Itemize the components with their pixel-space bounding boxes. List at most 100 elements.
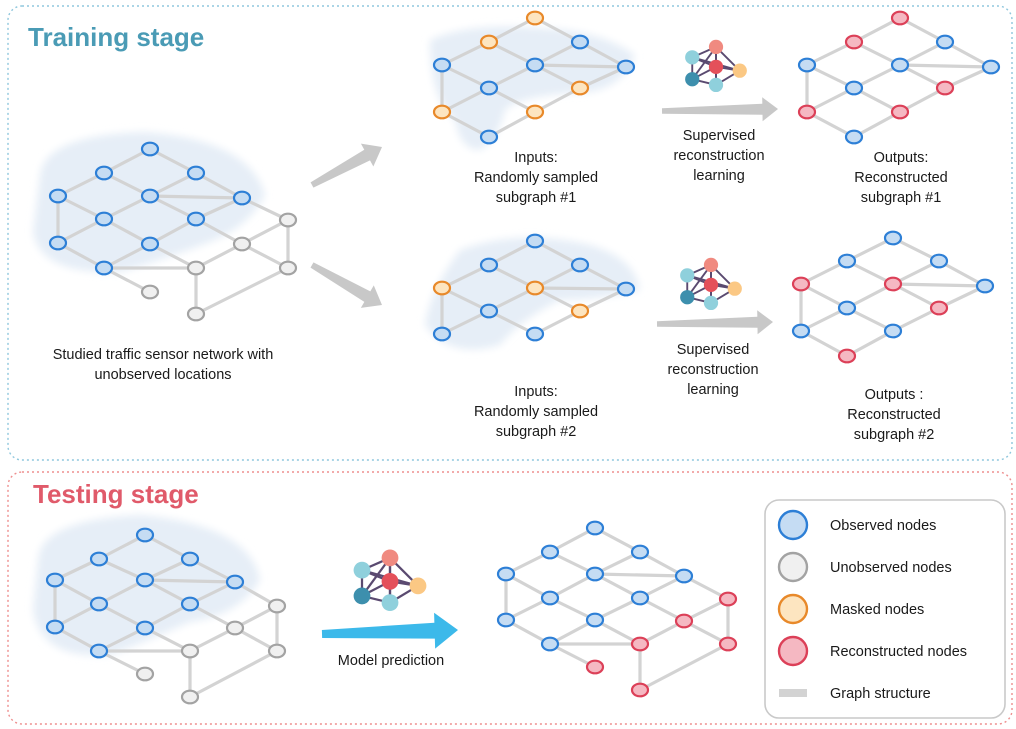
graph-edge — [194, 171, 244, 200]
graph-edge — [440, 110, 491, 139]
observed-node — [929, 253, 949, 269]
graph-edge — [805, 40, 856, 67]
observed-node — [525, 326, 545, 342]
graph-edge — [188, 649, 279, 699]
observed-node — [844, 129, 864, 145]
reconstructed-node — [718, 591, 738, 607]
masked-node — [525, 10, 545, 26]
reconstructed-node — [630, 636, 650, 652]
graph-edge — [799, 329, 849, 358]
unobserved-node — [180, 689, 200, 705]
graph-structure-swatch — [779, 689, 807, 697]
model-icon-2 — [680, 257, 742, 311]
graph-edge — [578, 40, 628, 69]
masked-node-swatch — [777, 593, 809, 625]
legend-item-masked: Masked nodes — [777, 593, 924, 625]
arrow-to-output-2 — [656, 310, 773, 335]
observed-node — [140, 236, 160, 252]
observed-node — [496, 612, 516, 628]
arrow-to-subgraph-1 — [310, 143, 382, 188]
observed-node — [432, 57, 452, 73]
observed-node — [48, 188, 68, 204]
reconstructed-node — [585, 659, 605, 675]
model-icon-1 — [685, 39, 747, 93]
observed-node — [140, 188, 160, 204]
observed-node — [479, 80, 499, 96]
observed-node — [883, 323, 903, 339]
observed-node — [186, 211, 206, 227]
observed-node — [525, 57, 545, 73]
observed-node — [791, 323, 811, 339]
arrow-to-output-1 — [661, 97, 778, 122]
observed-node — [45, 619, 65, 635]
observed-node — [585, 612, 605, 628]
training-stage-title: Training stage — [28, 22, 204, 52]
graph-edge — [102, 217, 152, 246]
legend-label: Reconstructed nodes — [830, 644, 967, 660]
unobserved-node — [232, 236, 252, 252]
graph-edge — [593, 572, 686, 578]
highlight-blobs — [33, 26, 640, 656]
observed-node — [479, 303, 499, 319]
observed-node — [630, 544, 650, 560]
source-network-graph — [48, 141, 298, 322]
graph-edge — [440, 286, 491, 313]
observed-node — [797, 57, 817, 73]
source-caption-line2: unobserved locations — [94, 367, 231, 383]
unobserved-node — [267, 598, 287, 614]
graph-edge — [533, 63, 628, 69]
graph-edge — [533, 286, 628, 291]
unobserved-node — [180, 643, 200, 659]
reconstructed-node — [890, 104, 910, 120]
test-input-graph — [45, 527, 287, 705]
graph-nodes — [496, 520, 738, 698]
graph-edge — [194, 217, 244, 246]
output2-caption-line2: Reconstructed — [847, 407, 941, 423]
unobserved-node — [186, 306, 206, 322]
graph-edge — [805, 86, 856, 114]
graph-edge — [805, 110, 856, 139]
observed-node — [479, 257, 499, 273]
observed-node — [496, 566, 516, 582]
observed-node — [45, 572, 65, 588]
reconstructed-node-swatch — [777, 635, 809, 667]
reconstructed-node — [791, 276, 811, 292]
observed-node — [180, 596, 200, 612]
observed-node — [883, 230, 903, 246]
observed-node — [540, 544, 560, 560]
input1-caption-line2: Randomly sampled — [474, 170, 598, 186]
graph-nodes — [48, 141, 298, 322]
input1-caption-line3: subgraph #1 — [496, 190, 577, 206]
reconstructed-node — [883, 276, 903, 292]
method1-caption-line1: Supervised — [683, 128, 756, 144]
observed-node — [837, 300, 857, 316]
graph-edge — [891, 282, 987, 288]
masked-node — [525, 280, 545, 296]
graph-nodes — [45, 527, 287, 705]
observed-node — [630, 590, 650, 606]
observed-node — [674, 568, 694, 584]
graph-edge — [440, 40, 491, 67]
model-icon-test — [353, 549, 427, 612]
graph-edge — [194, 266, 290, 316]
observed-node — [585, 520, 605, 536]
legend-box — [764, 499, 1006, 719]
observed-node — [981, 59, 1001, 75]
observed-node — [570, 34, 590, 50]
output-subgraph-2 — [791, 230, 995, 364]
graph-edge — [937, 259, 987, 288]
observed-node — [48, 235, 68, 251]
observed-node — [94, 211, 114, 227]
unobserved-node-swatch — [777, 551, 809, 583]
graph-edge — [148, 217, 198, 246]
reconstructed-node — [929, 300, 949, 316]
observed-node — [432, 326, 452, 342]
observed-node — [89, 551, 109, 567]
masked-node — [479, 34, 499, 50]
input-subgraph-2 — [432, 233, 636, 342]
graph-edge — [805, 63, 856, 90]
observed-node — [540, 590, 560, 606]
observed-node — [225, 574, 245, 590]
process-arrows — [310, 97, 778, 649]
observed-node — [180, 551, 200, 567]
